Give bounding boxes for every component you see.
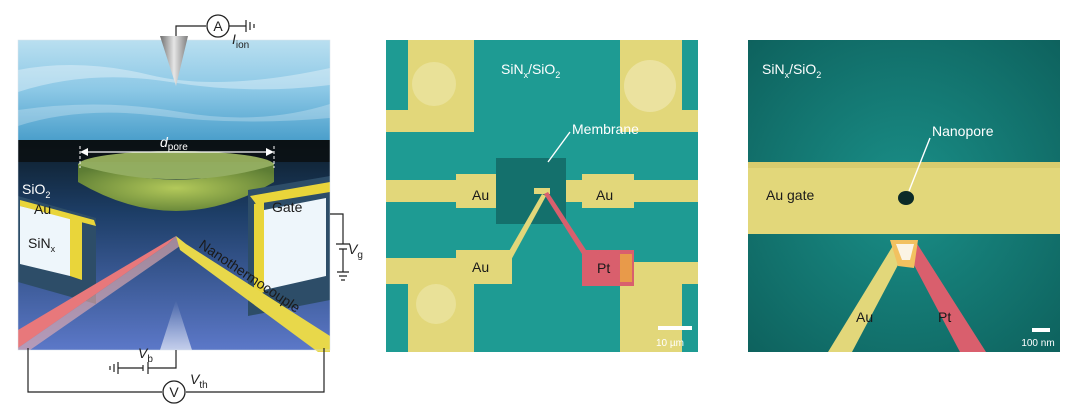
- au-wire-label: Au: [856, 309, 873, 325]
- pt-pad-label: Pt: [597, 260, 610, 276]
- sinx-label: SiNx: [28, 235, 56, 254]
- voltmeter-symbol: V: [169, 384, 179, 400]
- membrane-window: [496, 158, 566, 224]
- sio2-label: SiO2: [22, 181, 50, 200]
- pore-top-rim: [78, 151, 274, 179]
- left-membrane-stack: [18, 196, 96, 304]
- bias-voltage-source-icon: [109, 350, 177, 374]
- au-pad-label-left: Au: [472, 187, 489, 203]
- au-wire: [828, 244, 908, 352]
- voltmeter-icon: [162, 380, 186, 404]
- thermovoltage-label: Vth: [190, 371, 208, 391]
- thermocouple-au-arm: [176, 236, 330, 352]
- ion-current-label: Iion: [232, 31, 249, 51]
- thermovoltage-wire: [27, 348, 325, 393]
- au-label: Au: [34, 201, 51, 217]
- pt-wire-label: Pt: [938, 309, 951, 325]
- nanopore-label: Nanopore: [932, 123, 994, 139]
- nanopore-leader-line: [908, 137, 931, 192]
- ground-icon: [229, 20, 255, 32]
- sem-zoom-svg: SiNx/SiO2 Nanopore Au gate Au Pt 100 nm: [748, 40, 1060, 352]
- pore-diameter-label: dpore: [160, 134, 188, 153]
- membrane-material-label: SiNx/SiO2: [501, 61, 560, 80]
- sem-overview-svg: SiNx/SiO2 Membrane Au Au Au Pt 10 µm: [386, 40, 698, 352]
- au-pad-label-right: Au: [596, 187, 613, 203]
- electrode-tip: [160, 36, 188, 86]
- membrane-leader-line: [547, 131, 571, 163]
- au-wire: [504, 194, 546, 262]
- ammeter-symbol: A: [213, 18, 223, 34]
- membrane-label: Membrane: [572, 121, 639, 137]
- schematic-svg: A Iion dpore SiO2 Au SiNx Gate Nanotherm…: [17, 14, 363, 404]
- nanopore-channel: [78, 165, 274, 211]
- bias-voltage-label: Vb: [138, 345, 153, 365]
- panel-c-sem-zoom: SiNx/SiO2 Nanopore Au gate Au Pt 100 nm: [748, 40, 1060, 352]
- panel-a-schematic: A Iion dpore SiO2 Au SiNx Gate Nanotherm…: [0, 0, 370, 410]
- membrane-material-label: SiNx/SiO2: [762, 61, 821, 80]
- pt-wire: [544, 192, 586, 254]
- au-pad-label-bottom: Au: [472, 259, 489, 275]
- gate-label: Gate: [272, 199, 303, 215]
- scale-bar: [1032, 328, 1050, 332]
- right-membrane-stack: [248, 176, 330, 316]
- gate-voltage-source-icon: [330, 213, 350, 281]
- scale-bar-label: 100 nm: [1021, 338, 1054, 349]
- thermocouple-pt-arm: [18, 236, 176, 348]
- nanopore: [898, 191, 914, 205]
- au-gate-label: Au gate: [766, 187, 814, 203]
- pt-wire: [904, 242, 986, 352]
- panel-b-sem-overview: SiNx/SiO2 Membrane Au Au Au Pt 10 µm: [386, 40, 698, 352]
- scale-bar-label: 10 µm: [656, 338, 684, 349]
- scale-bar: [658, 326, 692, 330]
- gate-voltage-label: Vg: [348, 241, 363, 261]
